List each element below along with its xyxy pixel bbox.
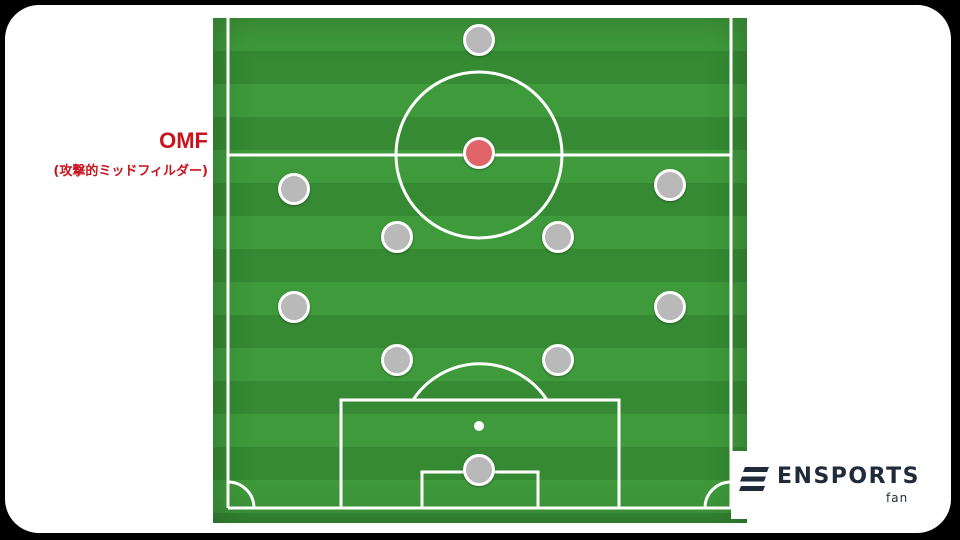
- player-marker-right-cm-upper: [542, 221, 574, 253]
- player-marker-right-cm-lower: [542, 344, 574, 376]
- player-marker-omf: [463, 137, 495, 169]
- player-marker-left-cm-lower: [381, 344, 413, 376]
- player-marker-right-wide-mid: [654, 291, 686, 323]
- center-circle: [394, 70, 564, 240]
- player-marker-top: [463, 24, 495, 56]
- player-marker-right-wing-upper: [654, 169, 686, 201]
- position-description: (攻撃的ミッドフィルダー): [53, 164, 208, 179]
- football-pitch: [213, 18, 747, 523]
- player-marker-left-cm-upper: [381, 221, 413, 253]
- ensports-logo-icon: [739, 467, 769, 491]
- player-marker-left-wide-mid: [278, 291, 310, 323]
- right-corner-arc: [703, 480, 732, 509]
- position-title: OMF: [159, 128, 208, 153]
- player-marker-left-wing-upper: [278, 173, 310, 205]
- logo-wordmark: ENSPORTS: [777, 464, 920, 489]
- penalty-spot: [474, 421, 484, 431]
- player-marker-goalkeeper: [463, 454, 495, 486]
- penalty-arc: [411, 362, 549, 401]
- ensports-logo: ENSPORTS fan: [731, 451, 927, 519]
- pitch-markings: [226, 18, 733, 510]
- logo-subtext: fan: [886, 491, 909, 505]
- left-corner-arc: [227, 480, 256, 509]
